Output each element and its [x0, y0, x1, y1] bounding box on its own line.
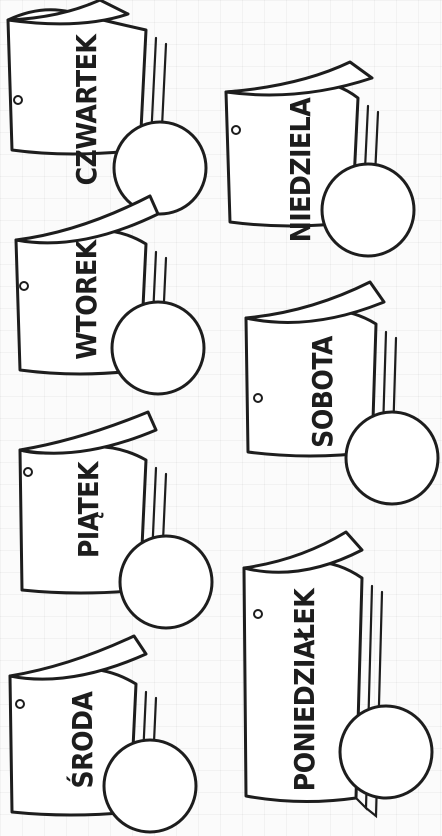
- binding-hole: [16, 700, 24, 708]
- answer-circle[interactable]: [112, 302, 204, 394]
- binding-hole: [20, 282, 28, 290]
- day-label-czwartek: CZWARTEK: [70, 33, 103, 186]
- book-niedziela: NIEDZIELA: [226, 62, 414, 256]
- binding-hole: [254, 610, 262, 618]
- binding-hole: [14, 96, 22, 104]
- answer-circle[interactable]: [104, 740, 196, 832]
- book-wtorek: WTOREK: [16, 196, 204, 394]
- binding-hole: [24, 468, 32, 476]
- answer-circle[interactable]: [346, 412, 438, 504]
- day-label-sroda: ŚRODA: [65, 691, 99, 789]
- book-poniedzialek: PONIEDZIAŁEK: [244, 532, 432, 816]
- day-label-wtorek: WTOREK: [70, 238, 103, 360]
- answer-circle[interactable]: [340, 706, 432, 798]
- answer-circle[interactable]: [114, 122, 206, 214]
- day-label-poniedzialek: PONIEDZIAŁEK: [288, 587, 321, 791]
- book-piatek: PIĄTEK: [20, 412, 212, 628]
- day-label-sobota: SOBOTA: [306, 335, 339, 448]
- book-sroda: ŚRODA: [10, 636, 196, 832]
- day-label-niedziela: NIEDZIELA: [284, 97, 317, 242]
- answer-circle[interactable]: [120, 536, 212, 628]
- book-sobota: SOBOTA: [246, 282, 438, 504]
- day-label-piatek: PIĄTEK: [72, 460, 105, 558]
- book-czwartek: CZWARTEK: [8, 0, 206, 214]
- binding-hole: [232, 126, 240, 134]
- answer-circle[interactable]: [322, 164, 414, 256]
- binding-hole: [254, 394, 262, 402]
